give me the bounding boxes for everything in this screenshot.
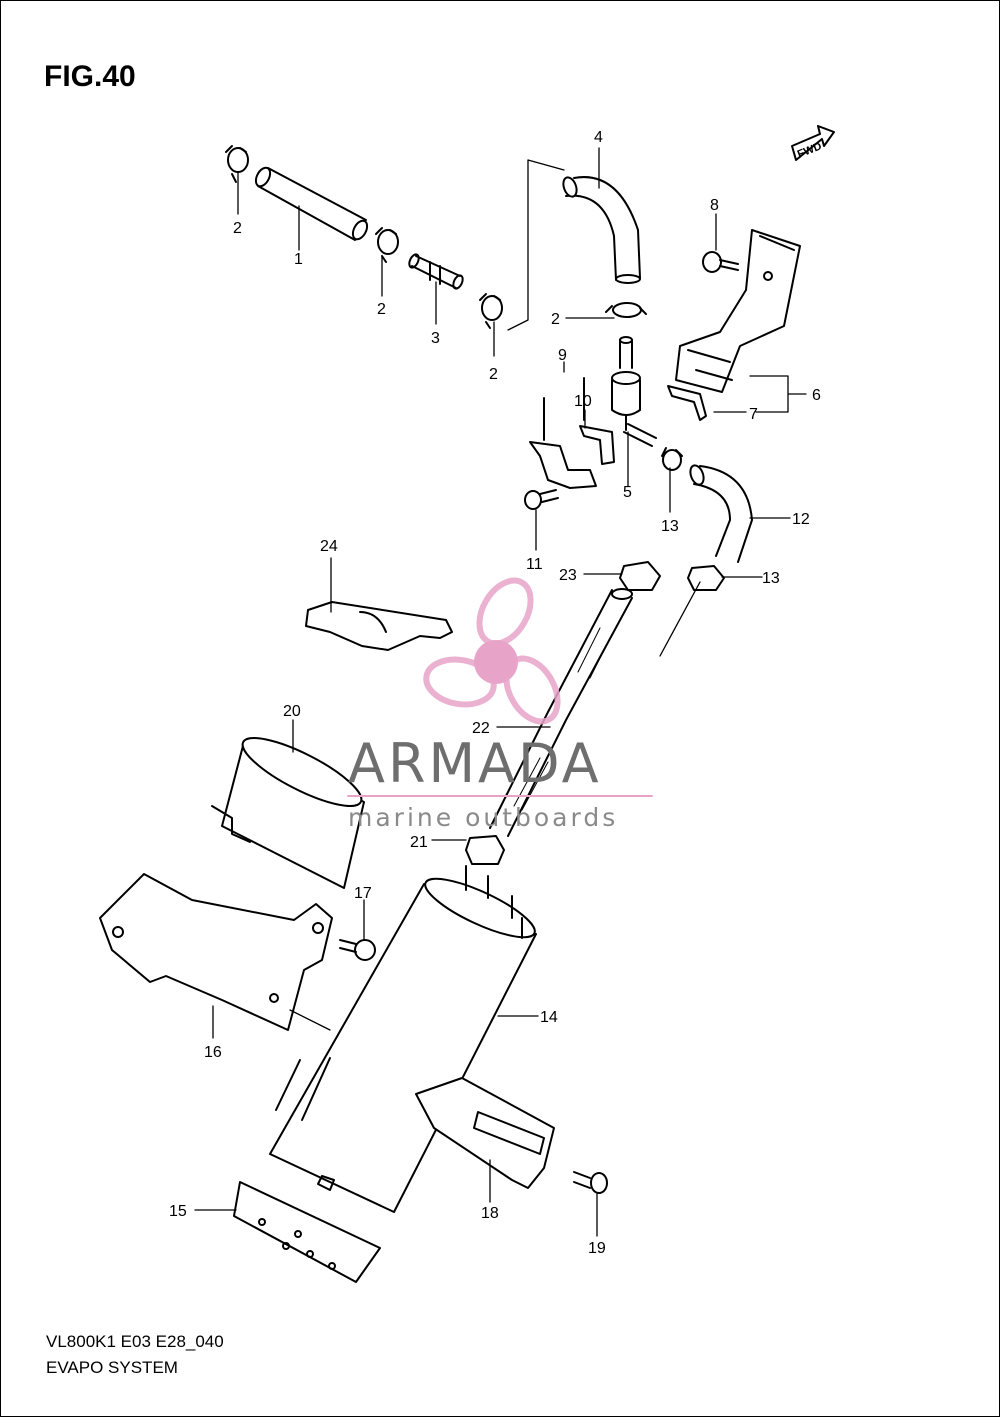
part-13-clamp-b xyxy=(687,565,725,591)
part-14-canister xyxy=(269,865,537,1213)
part-6-bracket xyxy=(675,229,801,393)
callout-1: 1 xyxy=(294,251,303,268)
callout-2: 2 xyxy=(551,311,560,328)
part-10-clip xyxy=(579,425,615,465)
fwd-arrow-icon: FWD xyxy=(791,125,835,161)
callout-20: 20 xyxy=(283,703,301,720)
part-22-hose xyxy=(489,588,633,837)
part-9-holder xyxy=(529,377,597,489)
callout-14: 14 xyxy=(540,1009,558,1026)
callout-10: 10 xyxy=(574,393,592,410)
part-2-clamp-a xyxy=(225,145,249,183)
part-20-cap xyxy=(211,737,365,889)
armada-logo: ARMADA marine outboards xyxy=(347,577,653,832)
callout-2: 2 xyxy=(233,220,242,237)
callout-2: 2 xyxy=(489,366,498,383)
callout-16: 16 xyxy=(204,1044,222,1061)
part-3-joint xyxy=(408,253,464,290)
part-4-elbow-hose xyxy=(562,176,641,284)
leader-lines xyxy=(194,147,807,1237)
callout-6: 6 xyxy=(812,387,821,404)
callout-23: 23 xyxy=(559,567,577,584)
part-2-clamp-b xyxy=(375,227,399,263)
callout-labels: 2 1 2 3 2 2 4 8 9 10 6 7 5 13 12 11 23 1… xyxy=(169,129,821,1257)
callout-22: 22 xyxy=(472,720,490,737)
callout-11: 11 xyxy=(526,556,543,573)
callout-12: 12 xyxy=(792,511,810,528)
callout-24: 24 xyxy=(320,538,338,555)
part-2-clamp-c xyxy=(479,293,503,329)
callout-19: 19 xyxy=(588,1240,606,1257)
part-18-holder xyxy=(415,1077,555,1189)
part-21-clip xyxy=(465,835,505,865)
part-24-bracket xyxy=(305,601,453,651)
part-5-valve xyxy=(611,336,657,447)
callout-15: 15 xyxy=(169,1203,187,1220)
callout-21: 21 xyxy=(410,834,428,851)
callout-7: 7 xyxy=(749,406,758,423)
part-1-hose xyxy=(254,166,369,241)
part-12-elbow-hose xyxy=(689,464,753,563)
callout-3: 3 xyxy=(431,330,440,347)
part-11-screw xyxy=(524,489,559,510)
callout-17: 17 xyxy=(354,885,372,902)
callout-8: 8 xyxy=(710,197,719,214)
callout-2: 2 xyxy=(377,301,386,318)
model-code: VL800K1 E03 E28_040 xyxy=(46,1332,224,1351)
part-15-base-plate xyxy=(233,1181,381,1283)
part-13-clamp-a xyxy=(661,447,683,471)
callout-13: 13 xyxy=(762,570,780,587)
part-19-screw xyxy=(573,1171,608,1194)
part-7-clip xyxy=(667,385,707,421)
part-8-bolt xyxy=(702,251,739,273)
part-23-clip xyxy=(619,561,661,591)
figure-title: FIG.40 xyxy=(44,60,136,93)
callout-13: 13 xyxy=(661,518,679,535)
part-17-bolt xyxy=(339,939,376,961)
propeller-icon xyxy=(423,577,561,725)
callout-5: 5 xyxy=(623,484,632,501)
callout-9: 9 xyxy=(558,347,567,364)
part-2-clamp-d xyxy=(605,302,647,318)
watermark-tagline: marine outboards xyxy=(348,803,618,832)
watermark-brand: ARMADA xyxy=(348,732,602,795)
section-name: EVAPO SYSTEM xyxy=(46,1358,178,1377)
callout-4: 4 xyxy=(594,129,603,146)
callout-18: 18 xyxy=(481,1205,499,1222)
part-16-bracket xyxy=(99,873,333,1031)
